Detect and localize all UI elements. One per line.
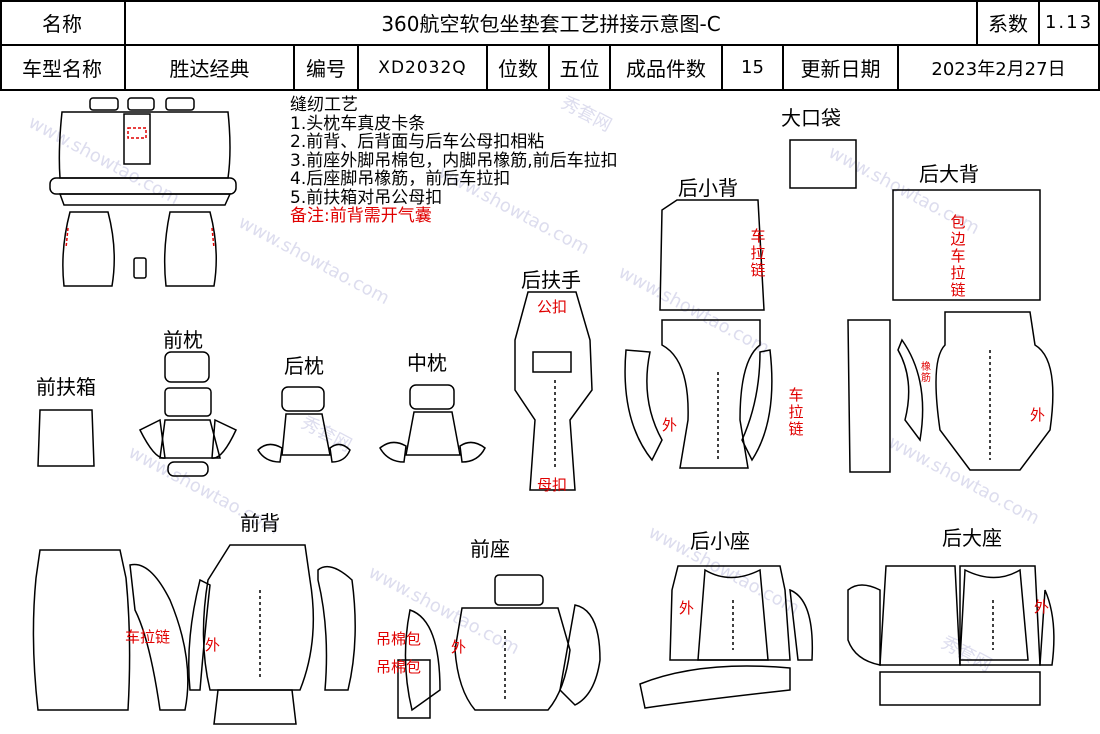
seats-value: 五位	[559, 57, 600, 81]
note-cotton-pad: 吊棉包	[376, 630, 422, 648]
note-item: 1.头枕车真皮卡条	[290, 113, 426, 134]
label-mid-headrest: 中枕	[407, 351, 447, 375]
note-item: 4.后座脚吊橡筋，前后车拉扣	[290, 169, 511, 189]
note-front-back-zipper: 车拉链	[125, 628, 171, 646]
front-headrest-pieces	[138, 351, 237, 477]
seats-label: 位数	[498, 57, 538, 81]
front-seat-pieces	[397, 574, 601, 719]
label-front-seat: 前座	[470, 537, 510, 561]
car-overview-illustration	[49, 97, 237, 287]
note-edge-zipper: 包边车拉链	[950, 213, 966, 299]
front-back-pieces	[32, 544, 356, 725]
model-label: 车型名称	[22, 57, 102, 81]
front-armbox-piece	[37, 409, 95, 467]
note-outer: 外	[1030, 406, 1046, 424]
label-front-headrest: 前枕	[163, 328, 203, 352]
document-title: 360航空软包坐垫套工艺拼接示意图-C	[381, 12, 721, 36]
rear-small-seat-pieces	[639, 565, 814, 709]
note-outer: 外	[1034, 598, 1050, 616]
label-rear-big-seat: 后大座	[942, 526, 1002, 550]
pieces-label: 成品件数	[626, 57, 706, 81]
label-front-back: 前背	[240, 511, 280, 535]
rear-headrest-pieces	[257, 386, 351, 463]
note-rubber: 橡筋	[921, 362, 931, 384]
label-rear-big-back: 后大背	[919, 162, 979, 186]
note-male-buckle: 公扣	[537, 298, 568, 316]
note-outer: 外	[662, 416, 678, 434]
label-big-pocket: 大口袋	[781, 106, 841, 130]
rear-armrest-piece	[514, 291, 593, 491]
code-label: 编号	[306, 57, 346, 81]
note-outer: 外	[451, 638, 467, 656]
note-female-buckle: 母扣	[537, 476, 568, 494]
coef-value: 1.13	[1044, 12, 1094, 33]
notes-remark: 备注:前背需开气囊	[290, 206, 432, 226]
rear-small-back-piece	[659, 199, 765, 311]
sewing-notes: 缝纫工艺 1.头枕车真皮卡条 2.前背、后背面与后车公母扣相粘 3.前座外脚吊棉…	[290, 96, 618, 226]
note-outer: 外	[205, 636, 221, 654]
big-pocket-piece	[789, 139, 857, 189]
note-zipper-vertical: 车拉链	[750, 227, 766, 279]
label-rear-headrest: 后枕	[284, 354, 324, 378]
note-zipper-vertical: 车拉链	[788, 386, 804, 438]
mid-headrest-pieces	[379, 384, 486, 463]
label-rear-armrest: 后扶手	[521, 268, 581, 292]
name-label: 名称	[42, 12, 82, 36]
notes-title: 缝纫工艺	[290, 95, 358, 115]
pieces-value: 15	[741, 57, 764, 78]
label-rear-small-back: 后小背	[678, 176, 738, 200]
coef-label: 系数	[988, 12, 1028, 36]
note-item: 3.前座外脚吊棉包，内脚吊橡筋,前后车拉扣	[290, 150, 618, 171]
date-value: 2023年2月27日	[931, 58, 1066, 80]
note-item: 5.前扶箱对吊公母扣	[290, 187, 443, 208]
code-value: XD2032Q	[378, 57, 467, 78]
label-rear-small-seat: 后小座	[690, 529, 750, 553]
rear-big-back-piece	[892, 189, 1041, 301]
label-front-armbox: 前扶箱	[36, 375, 96, 399]
note-outer: 外	[679, 599, 695, 617]
rear-big-seat-pieces	[847, 565, 1055, 706]
model-value: 胜达经典	[169, 57, 250, 81]
note-item: 2.前背、后背面与后车公母扣相粘	[290, 132, 545, 152]
date-label: 更新日期	[800, 57, 881, 81]
note-cotton-pad: 吊棉包	[376, 658, 422, 676]
